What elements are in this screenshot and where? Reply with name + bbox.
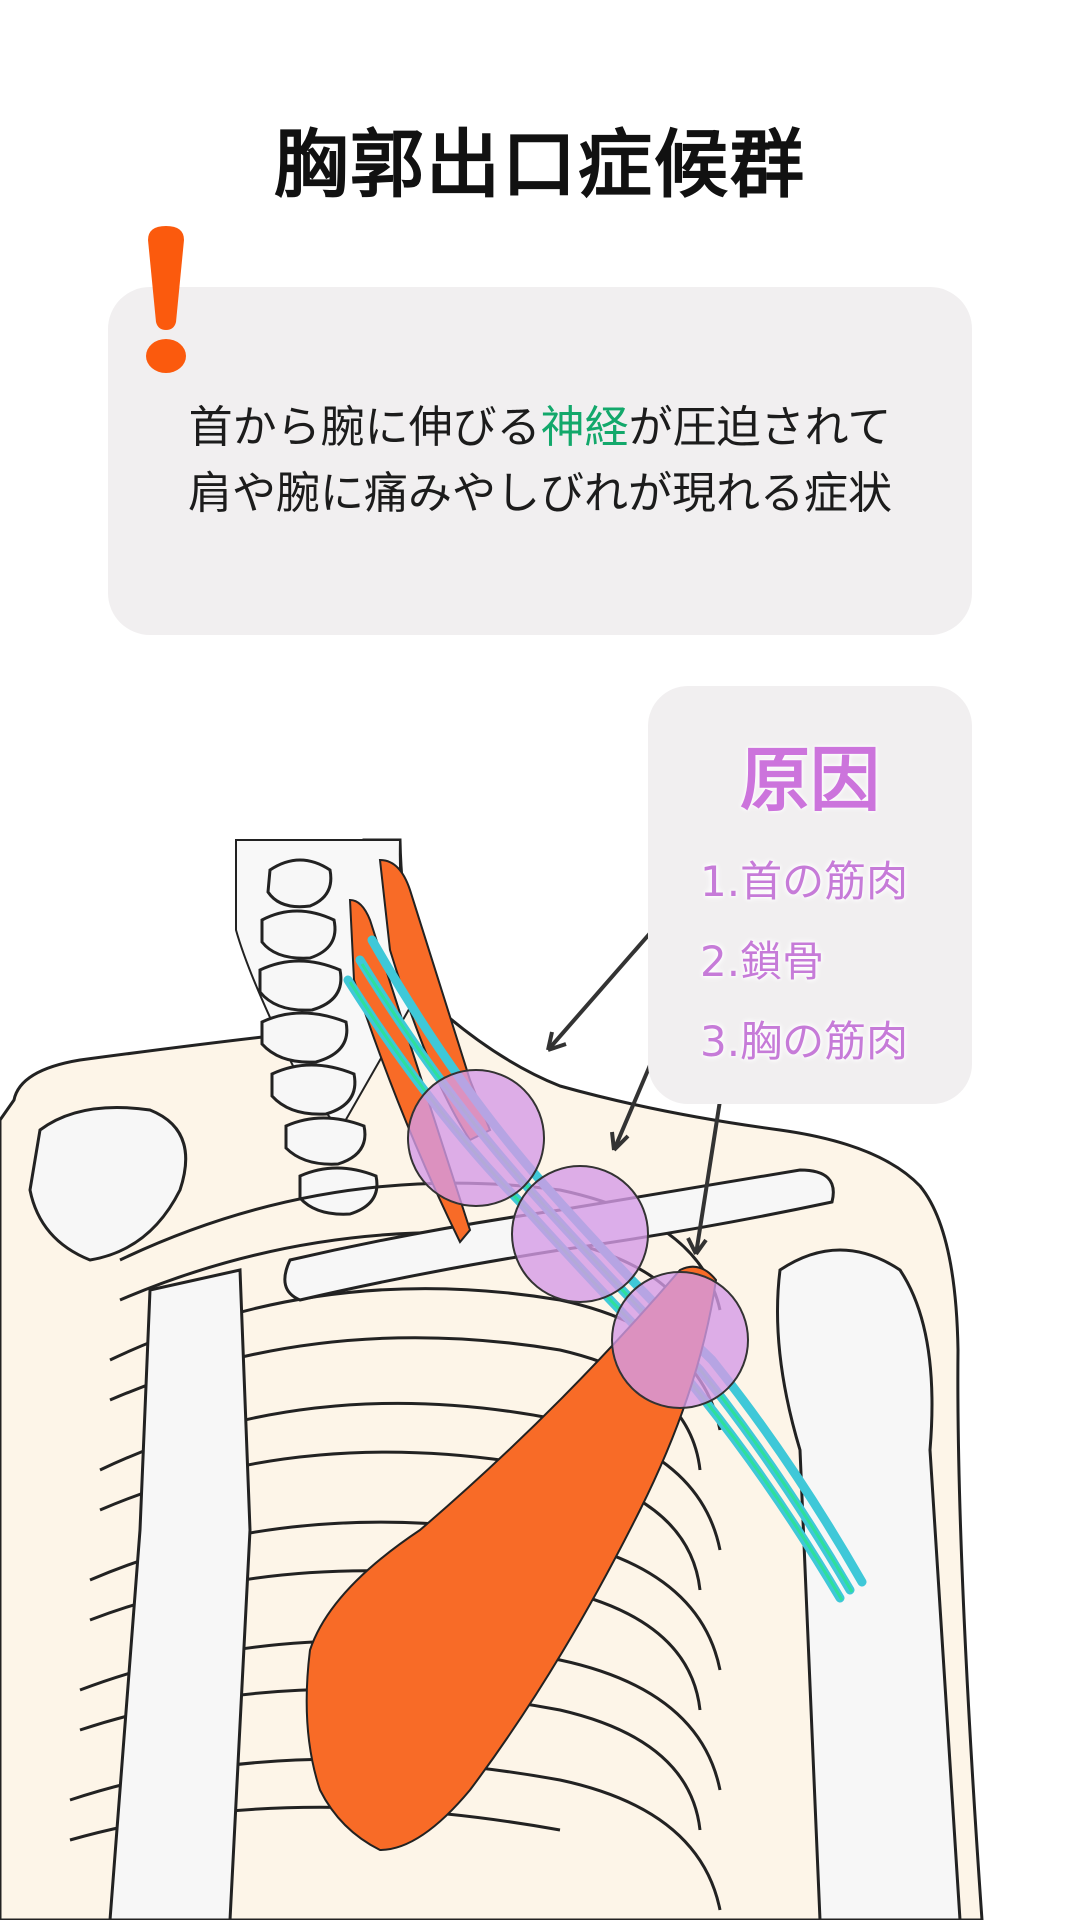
sternum xyxy=(108,1268,252,1920)
definition-text: 首から腕に伸びる神経が圧迫されて 肩や腕に痛みやしびれが現れる症状 xyxy=(108,395,972,527)
page-title: 胸郭出口症候群 xyxy=(274,122,806,208)
cause-item-clavicle: 2.鎖骨 xyxy=(700,937,825,986)
compression-circle-1 xyxy=(407,1069,545,1207)
cause-card xyxy=(648,686,972,1104)
definition-line-1: 首から腕に伸びる神経が圧迫されて xyxy=(188,402,892,453)
cause-heading: 原因 xyxy=(740,739,880,821)
exclamation-icon xyxy=(146,226,186,373)
definition-line-2: 肩や腕に痛みやしびれが現れる症状 xyxy=(188,468,892,519)
definition-card xyxy=(108,287,972,635)
body-outline xyxy=(0,838,984,1920)
compression-circle-3 xyxy=(611,1271,749,1409)
nerve-highlight: 神経 xyxy=(540,402,629,453)
cause-item-chest-muscle: 3.胸の筋肉 xyxy=(700,1017,909,1066)
scapula xyxy=(28,1106,188,1262)
humerus xyxy=(776,1248,962,1920)
compression-circle-2 xyxy=(511,1165,649,1303)
pectoralis-minor xyxy=(305,1265,718,1852)
cause-item-neck-muscle: 1.首の筋肉 xyxy=(700,857,909,906)
cervical-vertebrae xyxy=(258,858,379,1216)
anatomy-illustration xyxy=(0,838,984,1920)
